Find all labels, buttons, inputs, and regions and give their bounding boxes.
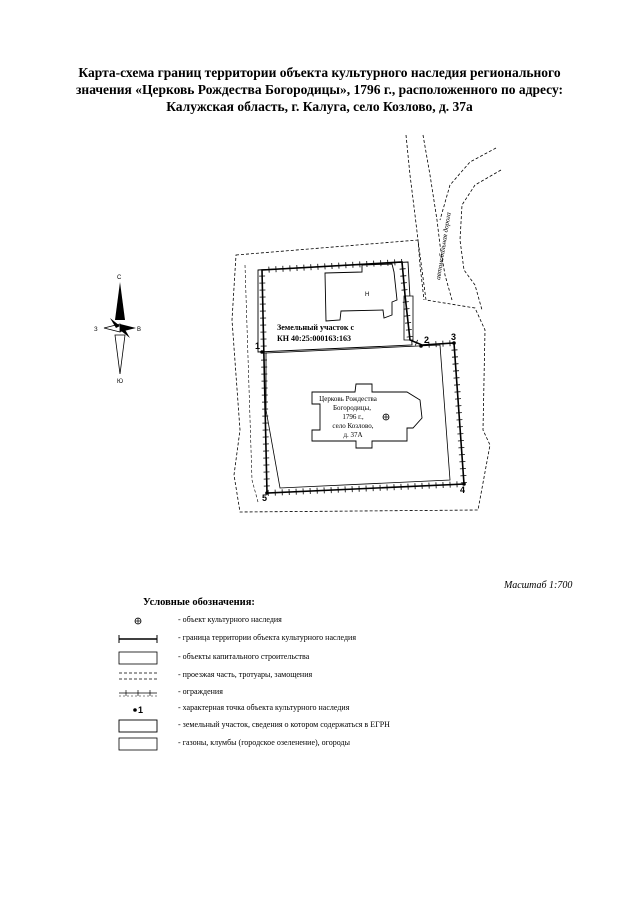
lawn-box-icon <box>118 737 158 751</box>
title-line-2: значения «Церковь Рождества Богородицы»,… <box>75 82 564 97</box>
church-label-line-3: 1796 г., <box>342 413 364 421</box>
boundary-tick <box>402 301 409 303</box>
title-line-3: Калужская область, г. Калуга, село Козло… <box>166 99 473 114</box>
legend-text: - проезжая часть, тротуары, замощения <box>178 670 313 679</box>
legend-item-territory-boundary: - граница территории объекта культурного… <box>118 632 448 646</box>
legend-text: - объекты капитального строительства <box>178 652 310 661</box>
legend-text: - газоны, клумбы (городское озеленение),… <box>178 738 350 747</box>
legend-item-capital-building: - объекты капитального строительства <box>118 651 448 665</box>
roadway-inner <box>244 264 259 503</box>
compass-south-label: Ю <box>117 379 123 385</box>
boundary-tick <box>400 282 407 284</box>
compass-north-label: С <box>117 275 122 281</box>
compass-rose: С Ю З В <box>94 275 141 385</box>
title-line-1: Карта-схема границ территории объекта ку… <box>78 65 561 80</box>
point-4-label: 4 <box>460 485 465 495</box>
compass-south-arrow <box>114 334 126 375</box>
characteristic-point-sample: 1 <box>138 705 143 715</box>
boundary-tick <box>454 398 462 400</box>
boundary-tick <box>400 275 407 277</box>
point-2-dot <box>419 344 423 348</box>
boundary-tick <box>404 315 411 317</box>
capital-building <box>324 263 398 322</box>
road-curve-lower <box>459 169 502 311</box>
church-building <box>311 383 423 449</box>
scale-label: Масштаб 1:700 <box>504 580 573 591</box>
parcel-box-icon <box>118 719 158 733</box>
legend-text: - земельный участок, сведения о котором … <box>178 720 390 729</box>
legend-item-characteristic-point: 1 - характерная точка объекта культурног… <box>118 702 448 716</box>
fence-icon <box>119 690 157 697</box>
legend-text: - граница территории объекта культурного… <box>178 633 357 642</box>
point-1-label: 1 <box>255 341 260 351</box>
boundary-tick <box>455 405 462 407</box>
boundary-tick <box>399 268 406 270</box>
legend-title: Условные обозначения: <box>143 597 255 608</box>
compass-north-arrow <box>115 282 125 320</box>
point-5-dot <box>265 491 269 495</box>
parcel-label-line-2: КН 40:25:000163:163 <box>277 334 351 343</box>
boundary-tick <box>405 322 412 324</box>
church-label-line-1: Церковь Рождества <box>319 395 378 403</box>
building-box-icon <box>118 651 158 665</box>
legend-text: - объект культурного наследия <box>178 615 282 624</box>
boundary-tick <box>403 308 410 310</box>
road-curve-upper <box>439 147 497 221</box>
road-edge-left <box>405 134 425 301</box>
church-label-line-5: д. 37А <box>343 431 362 439</box>
map-title: Карта-схема границ территории объекта ку… <box>0 64 639 115</box>
lawn-area <box>265 344 451 489</box>
point-5-label: 5 <box>262 493 267 503</box>
building-mark: Н <box>365 292 369 298</box>
parcel-label-line-1: Земельный участок с <box>277 323 354 332</box>
point-3-dot <box>452 341 456 345</box>
road <box>405 134 502 311</box>
road-edge-right <box>422 134 453 301</box>
compass-west-label: З <box>94 327 98 333</box>
compass-se <box>120 328 130 338</box>
point-2-label: 2 <box>424 335 429 345</box>
boundary-tick <box>405 329 412 331</box>
boundary-tick <box>401 289 408 291</box>
boundary-tick <box>452 363 459 365</box>
boundary-tick <box>414 339 418 346</box>
boundary-line-icon <box>118 635 158 643</box>
legend-item-roadway: - проезжая часть, тротуары, замощения <box>118 669 448 683</box>
characteristic-point-icon: 1 <box>133 705 143 715</box>
point-1-dot <box>260 350 264 354</box>
heritage-object-marker <box>382 413 390 421</box>
point-3-label: 3 <box>451 332 456 342</box>
church-label: Церковь Рождества Богородицы, 1796 г., с… <box>319 395 378 439</box>
roadway-dashed-icon <box>119 672 157 680</box>
legend-text: - характерная точка объекта культурного … <box>178 703 350 712</box>
church-label-line-2: Богородицы, <box>333 404 371 412</box>
legend-text: - ограждения <box>178 687 223 696</box>
roadway-outline <box>231 239 491 513</box>
compass-east-label: В <box>137 327 141 333</box>
boundary-tick <box>457 440 464 442</box>
legend-item-heritage-object: - объект культурного наследия <box>118 614 448 628</box>
legend-item-fence: - ограждения <box>118 686 448 700</box>
characteristic-points: 1 2 3 4 5 <box>255 332 466 503</box>
legend-item-lawn: - газоны, клумбы (городское озеленение),… <box>118 737 448 751</box>
boundary-ticks <box>259 258 467 496</box>
point-4-dot <box>462 482 466 486</box>
church-label-line-4: село Козлово, <box>332 422 373 430</box>
compass-nw <box>110 318 120 328</box>
boundary-tick <box>406 336 413 338</box>
heritage-object-icon <box>134 617 142 625</box>
legend-item-land-parcel: - земельный участок, сведения о котором … <box>118 719 448 733</box>
